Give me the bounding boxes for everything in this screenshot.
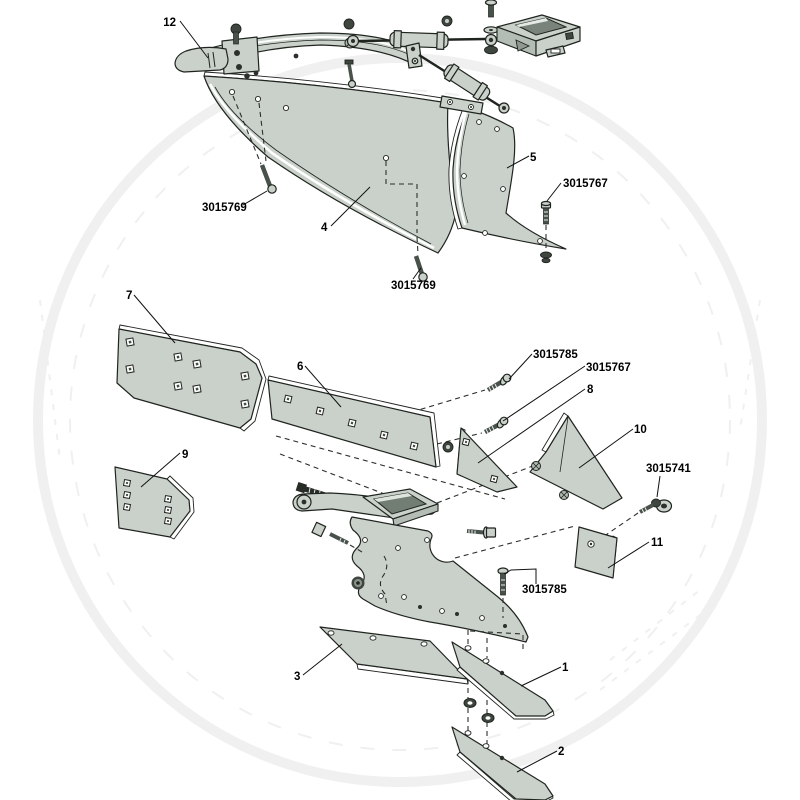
callout-1: 1: [562, 662, 569, 674]
projection-lines-middle: [275, 389, 576, 559]
part-wear-plate-11: [574, 526, 618, 579]
labels: 12 3015769 4 3015769 5 3015767 7 6 30157…: [126, 17, 691, 758]
part-mouldboard-extension: [448, 105, 567, 250]
part-landside-3: [319, 626, 469, 685]
bolt-3015741: [596, 498, 673, 542]
bolt-3015785-upper: [486, 373, 512, 392]
frog-assembly: [292, 481, 529, 643]
part-share-2: [451, 726, 554, 800]
part-number-3015785-lower: 3015785: [522, 584, 567, 596]
callout-8: 8: [587, 384, 594, 396]
callout-4: 4: [321, 222, 328, 234]
bolt-3015767-middle: [483, 416, 509, 434]
part-knife-10: [529, 412, 623, 510]
part-number-3015767-upper: 3015767: [563, 178, 608, 190]
part-number-3015767-right: 3015767: [586, 362, 631, 374]
part-mouldboard-main: [203, 71, 457, 255]
projection-lines-bottom: [467, 630, 524, 744]
part-number-3015741: 3015741: [646, 463, 691, 475]
callout-6: 6: [297, 361, 303, 373]
callout-7: 7: [126, 290, 132, 302]
part-number-3015785-upper: 3015785: [533, 349, 578, 361]
callout-9: 9: [182, 449, 188, 461]
callout-5: 5: [530, 152, 537, 164]
callout-11: 11: [651, 537, 664, 549]
share-nuts: [463, 698, 495, 723]
bolt-3015767-upper: [540, 200, 552, 264]
flange-nut-middle: [442, 441, 454, 453]
callout-10: 10: [634, 424, 647, 436]
upper-adjusting-rod: [346, 30, 487, 50]
bolt-3015769-upper: [259, 164, 277, 194]
part-share-1: [451, 641, 555, 720]
part-number-3015769-lower: 3015769: [391, 280, 436, 292]
lower-stabilizer-rod: [405, 42, 510, 115]
part-clamp-12: [174, 46, 229, 73]
top-link-bracket: [483, 0, 581, 58]
part-number-3015769-upper: 3015769: [202, 202, 247, 214]
bolt-3015769-lower: [413, 255, 428, 282]
part-slat-plate-7: [116, 324, 267, 432]
callout-2: 2: [558, 746, 564, 758]
callout-3: 3: [294, 671, 300, 683]
leader-lines: [133, 20, 661, 773]
part-slat-plate-9: [114, 466, 195, 540]
part-bracket-8: [456, 427, 518, 493]
part-shin-strip-6: [267, 375, 441, 468]
callout-12: 12: [163, 17, 176, 29]
